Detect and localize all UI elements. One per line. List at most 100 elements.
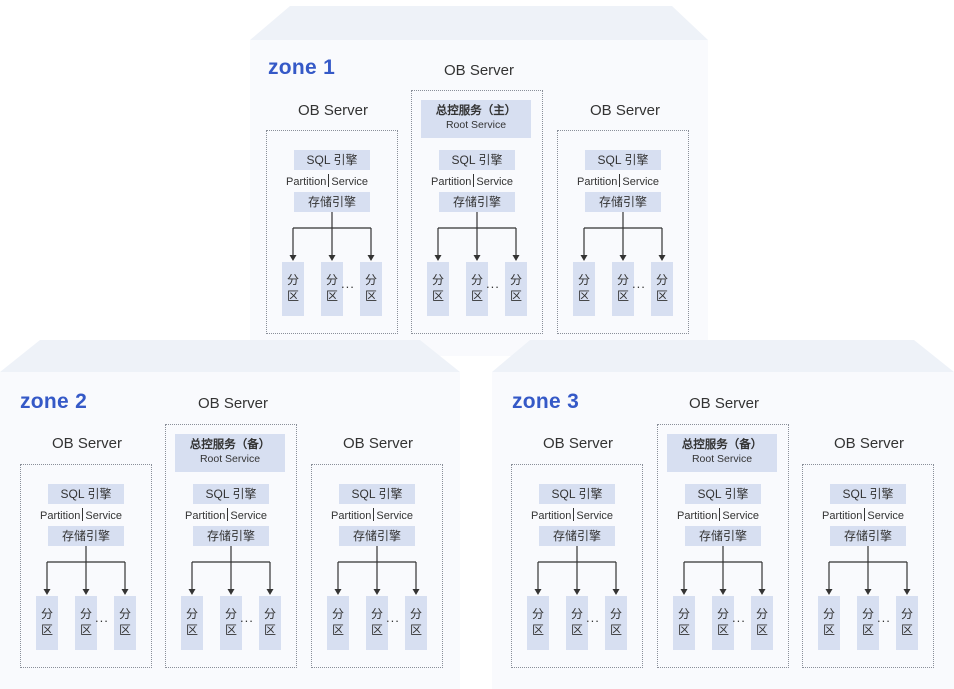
zone-3-server-3-partition-1: 分区 xyxy=(818,596,840,650)
zone-3-server-3-partition-2: 分区 xyxy=(857,596,879,650)
zone-3-server-3-arrow-1 xyxy=(825,589,833,595)
zone-2-server-3-partition-divider xyxy=(373,508,375,521)
zone-3-server-2-partition-2-top: 分 xyxy=(716,607,729,621)
zone-2-server-1-ellipsis: ... xyxy=(95,610,109,625)
zone-1-server-1-arrow-3 xyxy=(367,255,375,261)
zone-2-server-3-partition-1: 分区 xyxy=(327,596,349,650)
zone-3-server-1-ellipsis: ... xyxy=(586,610,600,625)
zone-3-server-3-service-text: Service xyxy=(867,510,905,522)
zone-2-server-2-partition-2-top: 分 xyxy=(224,607,237,621)
zone-2-server-1-service-text: Service xyxy=(85,510,123,522)
zone-3-server-1-label: OB Server xyxy=(542,435,614,452)
zone-1-server-2-ellipsis: ... xyxy=(486,276,500,291)
zone-2-server-1-box xyxy=(20,464,152,668)
zone-3-server-3-partition-divider xyxy=(864,508,866,521)
zone-1-server-2-partition-2-top: 分 xyxy=(470,273,483,287)
zone-2-server-3-partition-1-bottom: 区 xyxy=(331,623,344,637)
zone-3-server-3-box xyxy=(802,464,934,668)
zone-3-server-3-arrow-3 xyxy=(903,589,911,595)
zone-3-server-1-partition-2-bottom: 区 xyxy=(570,623,583,637)
zone-2-server-3-partition-3-top: 分 xyxy=(409,607,422,621)
zone-3-server-3-arrow-2 xyxy=(864,589,872,595)
zone-2-server-2-label: OB Server xyxy=(197,395,269,412)
zone-1-server-3-partition-text: Partition xyxy=(577,176,618,188)
zone-2-server-1-partition-3-top: 分 xyxy=(118,607,131,621)
zone-3-server-1-storage-engine: 存储引擎 xyxy=(539,526,615,546)
zone-3-server-2-root-service: 总控服务（备）Root Service xyxy=(667,434,777,472)
zone-2-server-2-partition-divider xyxy=(227,508,229,521)
zone-1-server-2-partition-1-bottom: 区 xyxy=(431,289,444,303)
zone-3-server-3-partition-1-bottom: 区 xyxy=(822,623,835,637)
zone-1-server-3-arrow-3 xyxy=(658,255,666,261)
zone-1-server-3-partition-1-top: 分 xyxy=(577,273,590,287)
zone-1-server-2-service-text: Service xyxy=(476,176,514,188)
zone-2-server-3-partition-3-bottom: 区 xyxy=(409,623,422,637)
zone-1-server-1-partition-1-bottom: 区 xyxy=(286,289,299,303)
zone-2-server-1-arrow-1 xyxy=(43,589,51,595)
zone-1-cap xyxy=(250,6,708,40)
zone-2-server-2-box xyxy=(165,424,297,668)
zone-1-server-1-storage-engine: 存储引擎 xyxy=(294,192,370,212)
zone-2-server-3-label: OB Server xyxy=(342,435,414,452)
zone-1-server-3-partition-1: 分区 xyxy=(573,262,595,316)
zone-2-cap xyxy=(0,340,460,372)
zone-2-server-1-sql-engine: SQL 引擎 xyxy=(48,484,124,504)
zone-2-server-3-sql-engine: SQL 引擎 xyxy=(339,484,415,504)
zone-1-server-1-arrow-1 xyxy=(289,255,297,261)
zone-1-server-3-label: OB Server xyxy=(589,102,661,119)
zone-1-server-1-partition-2-bottom: 区 xyxy=(325,289,338,303)
zone-1-server-1-partition-3: 分区 xyxy=(360,262,382,316)
zone-2-server-3-service-text: Service xyxy=(376,510,414,522)
zone-1-server-1-sql-engine: SQL 引擎 xyxy=(294,150,370,170)
zone-1-server-1-partition-2-top: 分 xyxy=(325,273,338,287)
zone-3-server-1-arrow-1 xyxy=(534,589,542,595)
zone-2-server-3-partition-2-bottom: 区 xyxy=(370,623,383,637)
zone-3-server-2-partition-1-bottom: 区 xyxy=(677,623,690,637)
zone-2-server-2-partition-2: 分区 xyxy=(220,596,242,650)
zone-1-server-2-partition-3: 分区 xyxy=(505,262,527,316)
zone-3-server-1-arrow-2 xyxy=(573,589,581,595)
zone-1-server-3-partition-2: 分区 xyxy=(612,262,634,316)
zone-2-server-2-arrow-3 xyxy=(266,589,274,595)
zone-3-server-3-sql-engine: SQL 引擎 xyxy=(830,484,906,504)
zone-1-server-2-arrow-1 xyxy=(434,255,442,261)
zone-1-server-2-arrow-2 xyxy=(473,255,481,261)
zone-1-server-2-partition-3-bottom: 区 xyxy=(509,289,522,303)
zone-3-server-3-partition-3-top: 分 xyxy=(900,607,913,621)
zone-1-server-1-partition-1: 分区 xyxy=(282,262,304,316)
zone-2-server-2-partition-3-bottom: 区 xyxy=(263,623,276,637)
zone-2-server-3-partition-2-top: 分 xyxy=(370,607,383,621)
zone-2-server-1-label: OB Server xyxy=(51,435,123,452)
zone-1-server-1-label: OB Server xyxy=(297,102,369,119)
zone-2-server-2-partition-text: Partition xyxy=(185,510,226,522)
zone-1-server-3-partition-divider xyxy=(619,174,621,187)
zone-3-server-1-arrow-3 xyxy=(612,589,620,595)
zone-3-server-2-partition-3: 分区 xyxy=(751,596,773,650)
zone-3-server-3-partition-2-bottom: 区 xyxy=(861,623,874,637)
zone-1-server-3-partition-3-top: 分 xyxy=(655,273,668,287)
zone-2-server-1-partition-2: 分区 xyxy=(75,596,97,650)
zone-2-server-1-partition-3-bottom: 区 xyxy=(118,623,131,637)
zone-3-server-2-partition-2-bottom: 区 xyxy=(716,623,729,637)
zone-1-server-2-storage-engine: 存储引擎 xyxy=(439,192,515,212)
zone-3-server-1-sql-engine: SQL 引擎 xyxy=(539,484,615,504)
zone-3-server-2-arrow-3 xyxy=(758,589,766,595)
zone-1-server-3-arrow-1 xyxy=(580,255,588,261)
zone-2-server-3-partition-1-top: 分 xyxy=(331,607,344,621)
zone-3-server-1-partition-1-bottom: 区 xyxy=(531,623,544,637)
zone-3-server-2-label: OB Server xyxy=(688,395,760,412)
zone-2-server-2-partition-1-bottom: 区 xyxy=(185,623,198,637)
zone-1-server-3-partition-2-top: 分 xyxy=(616,273,629,287)
zone-2-server-1-partition-1: 分区 xyxy=(36,596,58,650)
zone-1-server-3-sql-engine: SQL 引擎 xyxy=(585,150,661,170)
zone-1-server-1-partition-1-top: 分 xyxy=(286,273,299,287)
zone-3-server-3-partition-1-top: 分 xyxy=(822,607,835,621)
zone-3-server-1-partition-3-top: 分 xyxy=(609,607,622,621)
